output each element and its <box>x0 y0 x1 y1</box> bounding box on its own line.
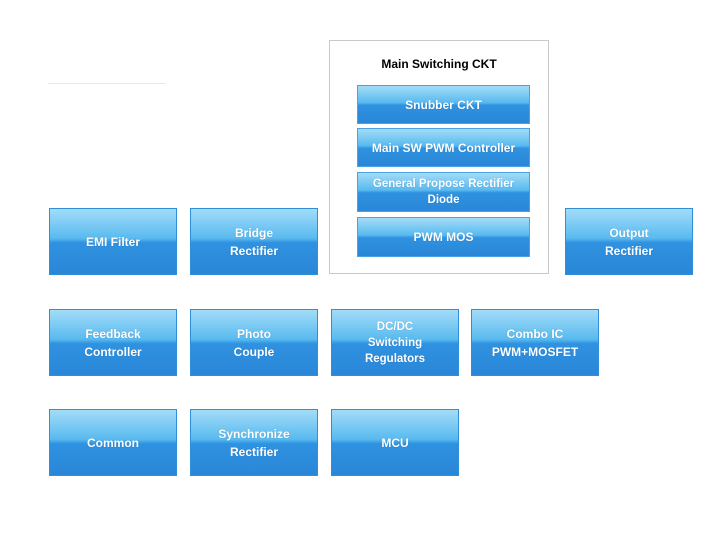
emi-filter-block[interactable]: EMI Filter <box>49 208 177 275</box>
main-switching-title: Main Switching CKT <box>381 57 497 71</box>
snubber-ckt-label: Snubber CKT <box>405 97 482 112</box>
synchronize-rectifier-label-line1: Synchronize <box>218 426 290 441</box>
general-propose-rectifier-label-line2: Diode <box>427 194 460 206</box>
dc-dc-switching-regulators-block[interactable]: DC/DC Switching Regulators <box>331 309 459 376</box>
photo-couple-label-line2: Couple <box>233 344 275 359</box>
dc-dc-label-line3: Regulators <box>364 352 426 365</box>
synchronize-rectifier-label-line2: Rectifier <box>229 444 279 459</box>
bridge-rectifier-block[interactable]: Bridge Rectifier <box>190 208 318 275</box>
pwm-mos-label: PWM MOS <box>413 230 474 244</box>
mcu-block[interactable]: MCU <box>331 409 459 476</box>
snubber-ckt-block[interactable]: Snubber CKT <box>357 85 530 124</box>
output-rectifier-label-line1: Output <box>609 225 649 240</box>
combo-ic-block[interactable]: Combo IC PWM+MOSFET <box>471 309 599 376</box>
emi-filter-label: EMI Filter <box>85 234 140 249</box>
output-rectifier-label-line2: Rectifier <box>604 243 654 258</box>
dc-dc-label-line1: DC/DC <box>376 320 414 333</box>
pwm-mos-block[interactable]: PWM MOS <box>357 217 530 257</box>
combo-ic-label-line1: Combo IC <box>506 326 564 341</box>
photo-couple-block[interactable]: Photo Couple <box>190 309 318 376</box>
mcu-label: MCU <box>381 435 409 450</box>
general-propose-rectifier-block[interactable]: General Propose Rectifier Diode <box>357 172 530 212</box>
main-sw-pwm-controller-label: Main SW PWM Controller <box>371 140 516 155</box>
photo-couple-label-line1: Photo <box>237 326 271 341</box>
decorative-line <box>48 83 166 84</box>
common-label: Common <box>87 435 139 450</box>
bridge-rectifier-label-line2: Rectifier <box>229 243 279 258</box>
feedback-controller-label-line1: Feedback <box>85 326 141 341</box>
feedback-controller-label-line2: Controller <box>84 344 142 359</box>
bridge-rectifier-label-line1: Bridge <box>234 225 273 240</box>
output-rectifier-block[interactable]: Output Rectifier <box>565 208 693 275</box>
dc-dc-label-line2: Switching <box>367 336 423 349</box>
feedback-controller-block[interactable]: Feedback Controller <box>49 309 177 376</box>
common-block[interactable]: Common <box>49 409 177 476</box>
general-propose-rectifier-label-line1: General Propose Rectifier <box>372 178 515 190</box>
main-sw-pwm-controller-block[interactable]: Main SW PWM Controller <box>357 128 530 167</box>
combo-ic-label-line2: PWM+MOSFET <box>491 344 579 359</box>
synchronize-rectifier-block[interactable]: Synchronize Rectifier <box>190 409 318 476</box>
